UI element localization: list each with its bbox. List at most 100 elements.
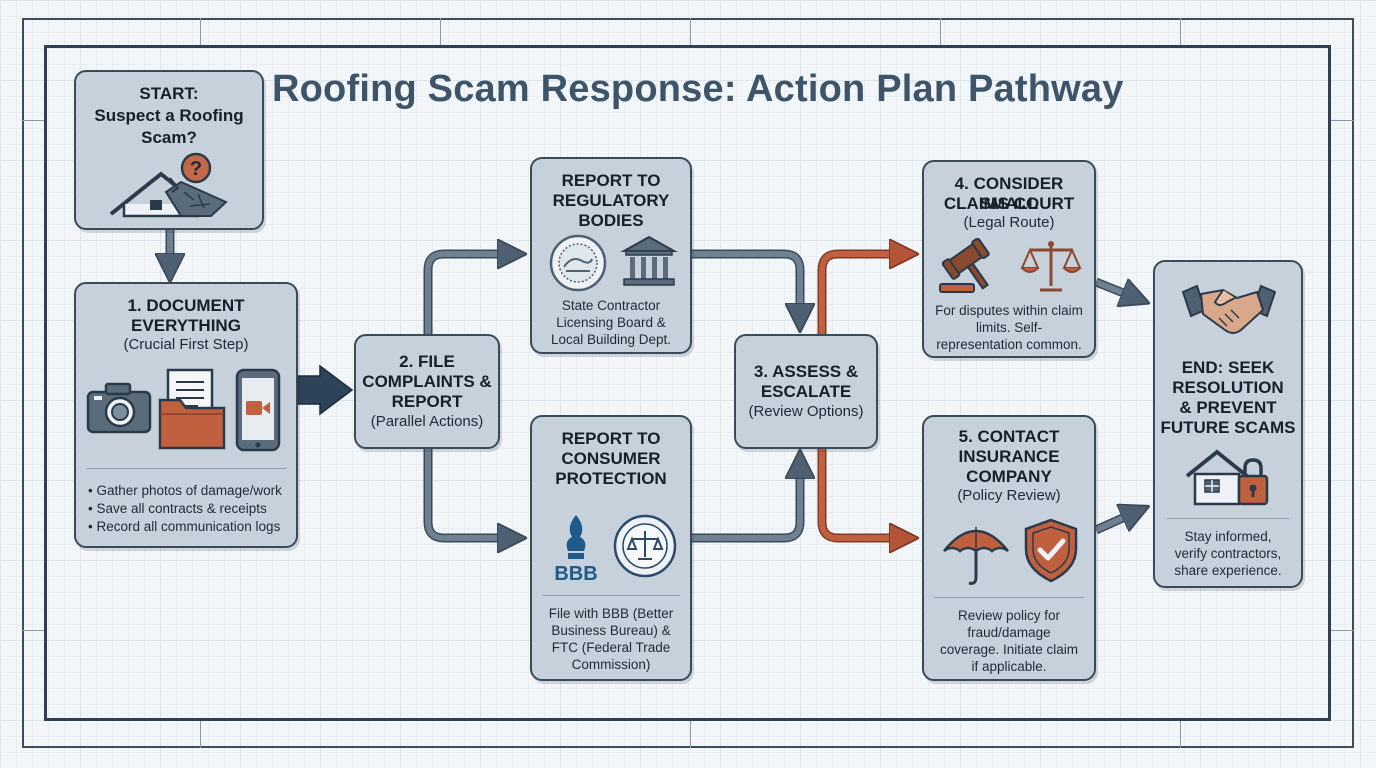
assess-escalate-box: 3. ASSESS & ESCALATE (Review Options) — [734, 334, 878, 449]
small-claims-court-box: 4. CONSIDER SMALL CLAIMS COURT (Legal Ro… — [922, 160, 1096, 358]
frame-tick — [1331, 630, 1354, 631]
end-text-line: verify contractors, — [1174, 546, 1282, 561]
file-title-2: COMPLAINTS & — [362, 372, 492, 391]
insurance-text-line: coverage. Initiate claim — [939, 642, 1079, 657]
roof-question-icon: ? — [109, 152, 228, 218]
regulatory-title-3: BODIES — [578, 211, 644, 230]
court-text: For disputes within claim limits. Self- … — [924, 302, 1094, 353]
assess-subtitle: (Review Options) — [748, 403, 864, 420]
court-text-line: limits. Self- — [975, 320, 1042, 335]
insurance-text-line: Review policy for — [957, 608, 1061, 623]
document-separator — [86, 468, 286, 469]
document-subtitle: (Crucial First Step) — [123, 336, 249, 353]
regulatory-text-line: Licensing Board & — [556, 315, 666, 330]
bbb-logo-icon — [566, 515, 586, 559]
end-text: Stay informed, verify contractors, share… — [1155, 528, 1301, 579]
end-text-line: Stay informed, — [1184, 529, 1272, 544]
document-bullet: Gather photos of damage/work — [88, 482, 288, 500]
regulatory-title-2: REGULATORY — [552, 191, 670, 210]
file-subtitle: (Parallel Actions) — [370, 413, 484, 430]
frame-tick — [690, 721, 691, 748]
regulatory-box: REPORT TO REGULATORY BODIES State Contra… — [530, 157, 692, 354]
arrow-file-to-consumer — [423, 449, 512, 538]
arrow-file-to-regulatory — [423, 254, 512, 334]
frame-tick — [1180, 721, 1181, 748]
end-title-1: END: SEEK — [1181, 358, 1275, 377]
consumer-separator — [542, 595, 680, 596]
handshake-icon — [1181, 284, 1277, 334]
regulatory-text-line: State Contractor — [561, 298, 661, 313]
document-title-2: EVERYTHING — [131, 316, 241, 335]
arrow-court-to-end — [1094, 277, 1136, 298]
arrow-regulatory-to-assess — [692, 249, 800, 318]
phone-video-icon — [235, 368, 281, 452]
consumer-text-line: Commission) — [571, 657, 651, 672]
regulatory-text: State Contractor Licensing Board & Local… — [532, 297, 690, 348]
svg-text:?: ? — [190, 158, 202, 180]
assess-title-2: ESCALATE — [760, 382, 852, 401]
file-complaints-box: 2. FILE COMPLAINTS & REPORT (Parallel Ac… — [354, 334, 500, 449]
insurance-title-2: INSURANCE — [958, 447, 1060, 466]
diagram-title: Roofing Scam Response: Action Plan Pathw… — [272, 68, 1124, 110]
court-subtitle: (Legal Route) — [963, 214, 1055, 231]
arrow-assess-to-court — [817, 254, 904, 334]
frame-tick — [200, 18, 201, 45]
end-box: END: SEEK RESOLUTION & PREVENT FUTURE SC… — [1153, 260, 1303, 588]
consumer-title-1: REPORT TO — [561, 429, 661, 448]
document-bullets: Gather photos of damage/work Save all co… — [88, 482, 288, 536]
arrow-consumer-to-assess — [692, 464, 800, 543]
state-seal-icon — [549, 234, 607, 292]
start-line-3: Scam? — [141, 128, 197, 147]
document-title-1: 1. DOCUMENT — [127, 296, 245, 315]
bbb-label: BBB — [554, 563, 598, 585]
umbrella-icon — [943, 527, 1009, 585]
arrow-insurance-to-end — [1094, 512, 1136, 535]
arrow-document-to-file — [297, 364, 354, 416]
insurance-text-line: fraud/damage — [967, 625, 1051, 640]
gavel-icon — [939, 238, 990, 293]
insurance-subtitle: (Policy Review) — [957, 487, 1061, 504]
frame-tick — [690, 18, 691, 45]
folder-icon — [158, 368, 226, 450]
start-line-2: Suspect a Roofing — [94, 106, 244, 125]
scales-icon — [1020, 241, 1082, 292]
regulatory-text-line: Local Building Dept. — [550, 332, 672, 347]
insurance-box: 5. CONTACT INSURANCE COMPANY (Policy Rev… — [922, 415, 1096, 681]
document-bullet: Save all contracts & receipts — [88, 500, 288, 518]
inner-frame — [44, 45, 1331, 721]
court-text-line: For disputes within claim — [935, 303, 1083, 318]
consumer-text: File with BBB (Better Business Bureau) &… — [532, 605, 690, 673]
insurance-title-1: 5. CONTACT — [958, 427, 1060, 446]
frame-tick — [1180, 18, 1181, 45]
frame-tick — [22, 120, 44, 121]
file-title-3: REPORT — [391, 392, 463, 411]
frame-tick — [200, 721, 201, 748]
frame-tick — [440, 18, 441, 45]
consumer-text-line: FTC (Federal Trade — [551, 640, 671, 655]
insurance-text-line: if applicable. — [971, 659, 1047, 674]
court-title-1: 4. CONSIDER SMALL — [954, 174, 1064, 213]
regulatory-title-1: REPORT TO — [561, 171, 661, 190]
house-lock-icon — [1185, 449, 1269, 506]
start-box: START: Suspect a Roofing Scam? ? — [74, 70, 264, 230]
document-box: 1. DOCUMENT EVERYTHING (Crucial First St… — [74, 282, 298, 548]
consumer-protection-box: REPORT TO CONSUMER PROTECTION BBB File w… — [530, 415, 692, 681]
frame-tick — [1331, 120, 1354, 121]
end-separator — [1167, 518, 1289, 519]
frame-tick — [22, 630, 44, 631]
end-title-4: FUTURE SCAMS — [1160, 418, 1296, 437]
outer-frame — [22, 18, 1354, 748]
assess-title-1: 3. ASSESS & — [753, 362, 859, 381]
frame-tick — [940, 18, 941, 45]
government-building-icon — [620, 235, 678, 286]
consumer-text-line: Business Bureau) & — [551, 623, 671, 638]
start-line-1: START: — [139, 84, 199, 103]
insurance-title-3: COMPANY — [966, 467, 1052, 486]
file-title-1: 2. FILE — [399, 352, 455, 371]
camera-icon — [86, 382, 152, 434]
insurance-text: Review policy for fraud/damage coverage.… — [924, 607, 1094, 675]
document-bullet: Record all communication logs — [88, 518, 288, 536]
shield-check-icon — [1024, 518, 1078, 583]
end-title-2: RESOLUTION — [1172, 378, 1284, 397]
